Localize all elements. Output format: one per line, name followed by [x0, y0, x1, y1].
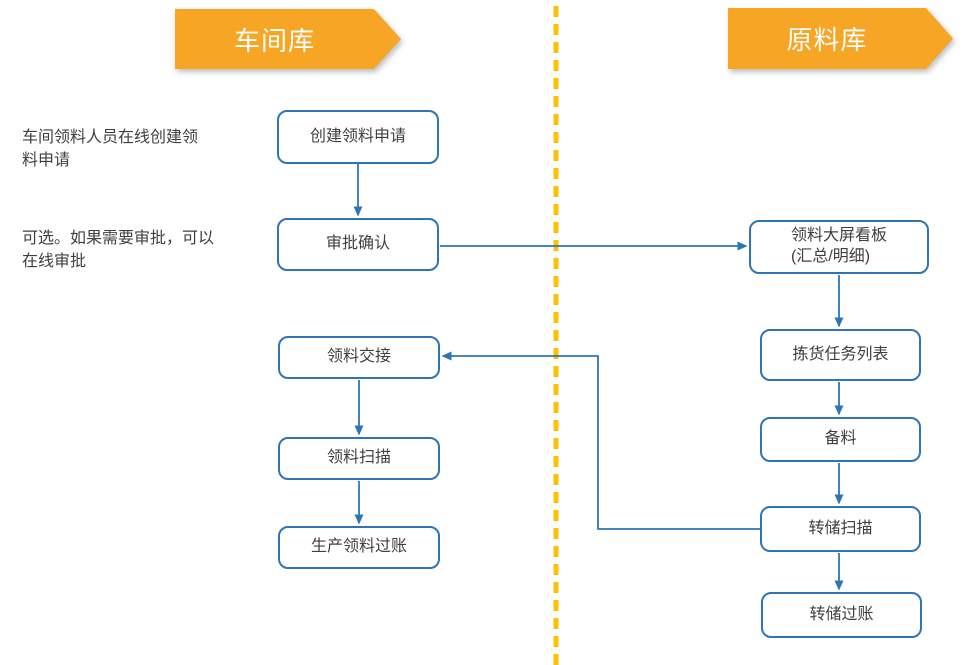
raw-material-banner-label: 原料库: [786, 25, 868, 55]
workshop-banner-shape: 车间库: [175, 9, 401, 69]
raw-material-banner-shape: 原料库: [728, 8, 953, 69]
workshop-banner-label: 车间库: [233, 25, 315, 56]
node-requisition-dashboard: 领料大屏看板 (汇总/明细): [749, 220, 929, 274]
node-approval-confirm: 审批确认: [277, 218, 439, 271]
annotation-optional-approval: 可选。如果需要审批，可以在线审批: [22, 230, 215, 271]
workshop-banner: 车间库: [175, 9, 401, 69]
node-transfer-posting: 转储过账: [761, 592, 922, 638]
node-picking-task-list: 拣货任务列表: [760, 329, 921, 381]
annotation-create-requisition: 车间领料人员在线创建领料申请: [22, 129, 199, 170]
node-material-scan: 领料扫描: [278, 437, 440, 480]
node-create-requisition: 创建领料申请: [277, 110, 439, 164]
node-production-posting: 生产领料过账: [278, 526, 440, 569]
node-material-handover: 领料交接: [278, 336, 440, 379]
raw-material-banner: 原料库: [728, 8, 953, 69]
node-transfer-scan: 转储扫描: [760, 506, 921, 552]
node-material-prep: 备料: [760, 417, 921, 462]
connector-transfer-scan-to-handover: [441, 351, 760, 530]
